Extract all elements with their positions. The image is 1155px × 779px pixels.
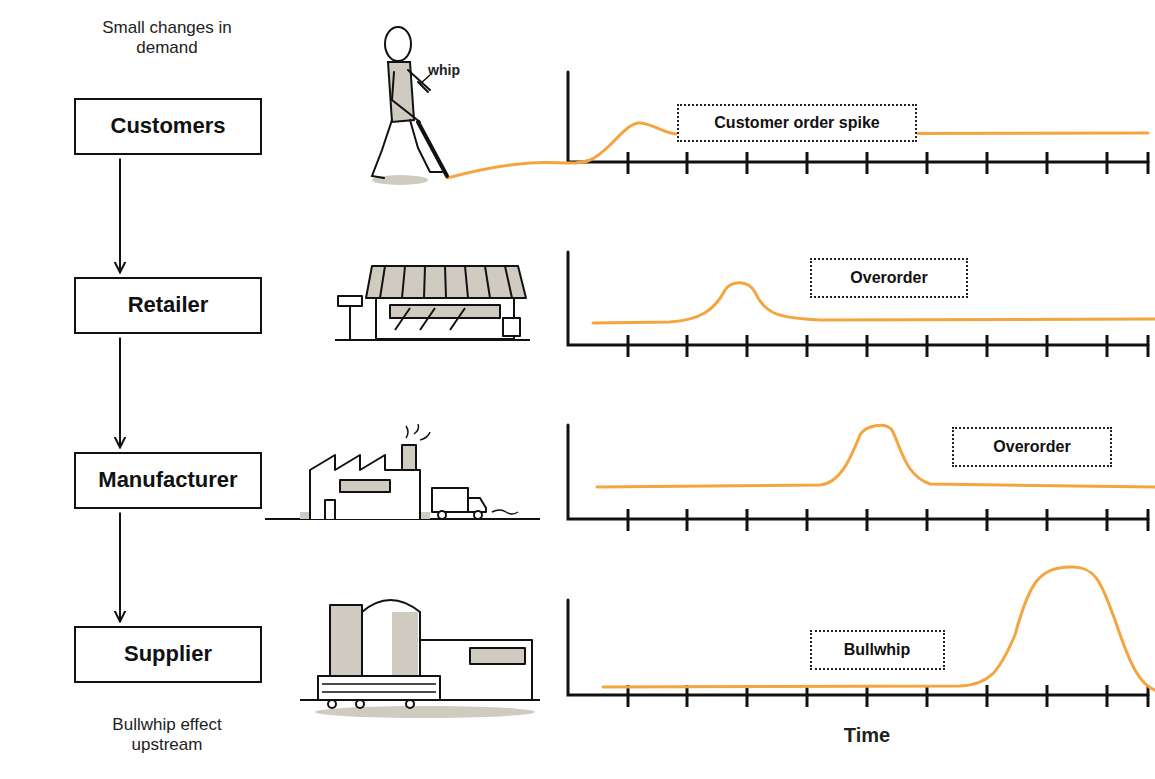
- box-label: Overorder: [993, 438, 1070, 456]
- chart-axes: [568, 72, 1148, 695]
- axis-tick: [1147, 509, 1150, 531]
- bottom-caption: Bullwhip effect upstream: [77, 715, 257, 756]
- axis-tick: [627, 509, 630, 531]
- axis-tick: [806, 509, 809, 531]
- box-label: Overorder: [850, 269, 927, 287]
- whip-label: whip: [414, 62, 474, 79]
- stage-box: Retailer: [74, 277, 262, 334]
- flow-arrow: [119, 513, 121, 622]
- axis-tick: [866, 685, 869, 707]
- flow-arrow: [119, 338, 121, 448]
- box-label: Customers: [111, 113, 226, 139]
- box-label: Bullwhip: [844, 641, 911, 659]
- top-caption: Small changes in demand: [77, 18, 257, 59]
- axis-tick: [627, 152, 630, 174]
- manufacturer-factory: [265, 424, 540, 519]
- axis-tick: [1106, 335, 1109, 357]
- supplier-plant: [300, 600, 540, 718]
- stage-box: Manufacturer: [74, 452, 262, 509]
- axis-tick: [986, 685, 989, 707]
- axis-tick: [806, 152, 809, 174]
- stage-box: Supplier: [74, 626, 262, 683]
- axis-tick: [926, 335, 929, 357]
- axis-tick: [1106, 685, 1109, 707]
- axis-tick: [627, 335, 630, 357]
- callout-box: Overorder: [952, 427, 1112, 467]
- axis-tick: [746, 335, 749, 357]
- axis-tick: [986, 335, 989, 357]
- axis-tick: [746, 509, 749, 531]
- axis-tick: [746, 152, 749, 174]
- whip-figure: [372, 27, 447, 185]
- axis-tick: [926, 685, 929, 707]
- axis-tick: [1106, 509, 1109, 531]
- box-label: Supplier: [124, 641, 212, 667]
- flow-arrow: [119, 159, 121, 273]
- axis-tick: [866, 509, 869, 531]
- axis-tick: [1046, 335, 1049, 357]
- axis-ticks: [628, 152, 1148, 707]
- axis-tick: [866, 152, 869, 174]
- box-label: Retailer: [128, 292, 209, 318]
- axis-tick: [1046, 152, 1049, 174]
- callout-box: Customer order spike: [677, 104, 917, 142]
- axis-tick: [1147, 152, 1150, 174]
- axis-tick: [686, 335, 689, 357]
- axis-tick: [1106, 152, 1109, 174]
- axis-tick: [686, 152, 689, 174]
- axis-title: Time: [807, 723, 927, 747]
- demand-curves: [447, 123, 1155, 690]
- axis-tick: [686, 509, 689, 531]
- axis-tick: [686, 685, 689, 707]
- axis-tick: [986, 152, 989, 174]
- callout-box: Bullwhip: [810, 630, 945, 670]
- axis-tick: [746, 685, 749, 707]
- axis-tick: [1147, 335, 1150, 357]
- axis-tick: [806, 685, 809, 707]
- axis-tick: [1046, 509, 1049, 531]
- axis-tick: [806, 335, 809, 357]
- axis-tick: [926, 509, 929, 531]
- axis-tick: [866, 335, 869, 357]
- axis-tick: [1046, 685, 1049, 707]
- stage-box: Customers: [74, 98, 262, 155]
- box-label: Customer order spike: [714, 114, 879, 132]
- retailer-shop: [335, 266, 530, 340]
- box-label: Manufacturer: [98, 467, 237, 493]
- axis-tick: [926, 152, 929, 174]
- axis-tick: [986, 509, 989, 531]
- callout-box: Overorder: [810, 258, 968, 298]
